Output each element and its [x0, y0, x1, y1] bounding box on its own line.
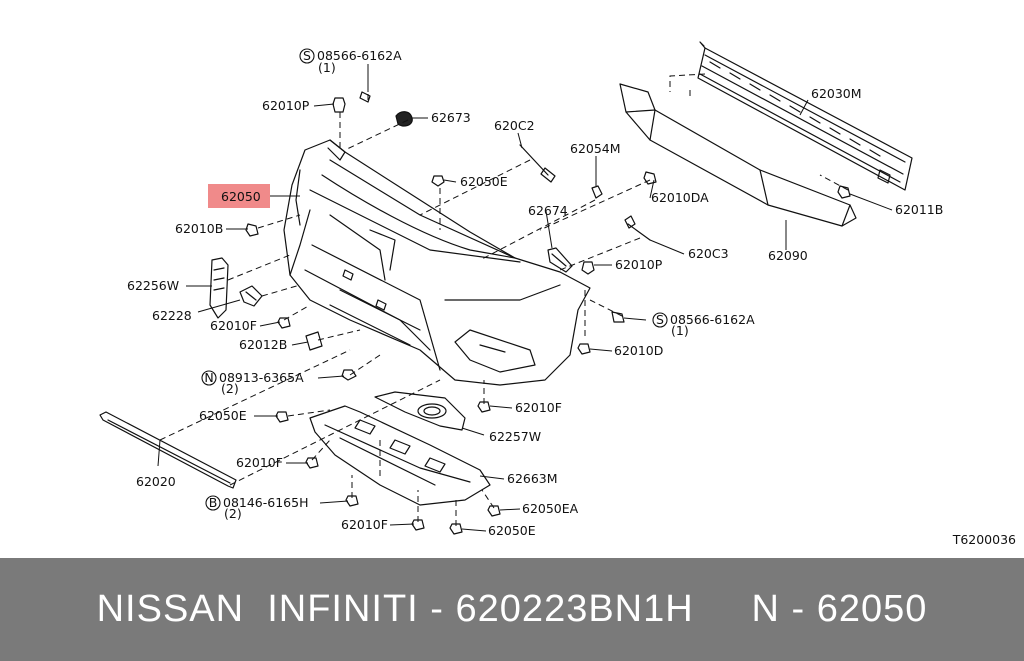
part-label-p32: 62050E [488, 523, 536, 538]
bracket-62228-drawing [239, 285, 263, 307]
symbol-circle-p22 [201, 370, 217, 386]
symbol-letter-p29: B [209, 495, 218, 510]
part-label-p30: 62050EA [522, 501, 579, 516]
part-labels: 08566-6162A (1) 62010P 62673 620C2 62054… [127, 48, 943, 538]
part-qty-p1: (1) [318, 60, 336, 75]
part-label-p8: 62050E [460, 174, 508, 189]
symbol-circle-p18 [652, 312, 668, 328]
part-label-p17: 62228 [152, 308, 192, 323]
caption-bar: NISSAN INFINITI - 620223BN1H N - 62050 [0, 558, 1024, 661]
caption-ref: N - 62050 [751, 588, 928, 630]
part-label-p2: 62010P [262, 98, 310, 113]
reinforcement-beam-drawing [697, 41, 913, 191]
bumper-fascia-drawing [283, 139, 591, 386]
bracket-62012b-drawing [305, 331, 323, 351]
part-label-p26: 62010F [236, 455, 283, 470]
energy-absorber-drawing [619, 83, 857, 227]
part-label-p4: 620C2 [494, 118, 535, 133]
caption-separator: - [418, 588, 456, 630]
symbol-circle-p29 [205, 495, 221, 511]
bracket-62674-drawing [547, 247, 573, 273]
bolt-620c3-drawing [624, 215, 651, 241]
part-qty-p29: (2) [224, 506, 242, 521]
part-label-p27: 62663M [507, 471, 558, 486]
dashed-guides [159, 73, 849, 526]
clip-62673-drawing [395, 111, 413, 127]
part-label-p19: 62010F [210, 318, 257, 333]
symbol-circles [201, 48, 668, 511]
part-label-p15: 62256W [127, 278, 179, 293]
bumper-parts-diagram: S S N B 08566-6162A (1) 62010P 62673 620… [99, 41, 1017, 547]
caption-part-number: 620223BN1H [455, 588, 694, 630]
symbol-letters: S S N B [204, 48, 664, 510]
symbol-letter-p18: S [656, 312, 664, 327]
part-label-p9: 62010DA [651, 190, 709, 205]
part-label-p6: 62030M [811, 86, 862, 101]
part-label-p18: 08566-6162A [670, 312, 755, 327]
part-label-p24: 62050E [199, 408, 247, 423]
part-qty-p18: (1) [671, 323, 689, 338]
part-label-p20: 62012B [239, 337, 287, 352]
part-label-p13: 620C3 [688, 246, 729, 261]
part-drawings [99, 41, 913, 535]
part-label-p12: 62674 [528, 203, 568, 218]
part-label-p3: 62673 [431, 110, 471, 125]
part-label-p21: 62010D [614, 343, 663, 358]
part-qty-p22: (2) [221, 381, 239, 396]
side-bracket-drawing [209, 257, 229, 319]
highlight-box [208, 184, 270, 208]
caption-brand: NISSAN INFINITI [96, 588, 419, 630]
lower-grille-strip-drawing [99, 411, 237, 489]
part-label-p7: 62050 [221, 189, 261, 204]
symbol-circle-p1 [299, 48, 315, 64]
fastener-drawings [245, 91, 851, 535]
fog-lamp-cover-drawing [374, 391, 466, 431]
part-label-p1: 08566-6162A [317, 48, 402, 63]
part-label-p28: 62020 [136, 474, 176, 489]
part-label-p22: 08913-6365A [219, 370, 304, 385]
leader-lines [157, 64, 893, 532]
part-label-p29: 08146-6165H [223, 495, 309, 510]
part-label-p5: 62054M [570, 141, 621, 156]
part-label-p25: 62257W [489, 429, 541, 444]
drawing-code: T6200036 [952, 532, 1016, 547]
part-label-p14: 62090 [768, 248, 808, 263]
symbol-letter-p1: S [303, 48, 311, 63]
part-label-p16: 62010P [615, 257, 663, 272]
part-label-p10: 62011B [895, 202, 943, 217]
bolt-620c2-drawing [519, 144, 556, 183]
part-label-p23: 62010F [515, 400, 562, 415]
undercover-drawing [309, 405, 491, 506]
symbol-letter-p22: N [204, 370, 213, 385]
part-label-p11: 62010B [175, 221, 223, 236]
caption-gap [694, 588, 752, 631]
part-label-p31: 62010F [341, 517, 388, 532]
